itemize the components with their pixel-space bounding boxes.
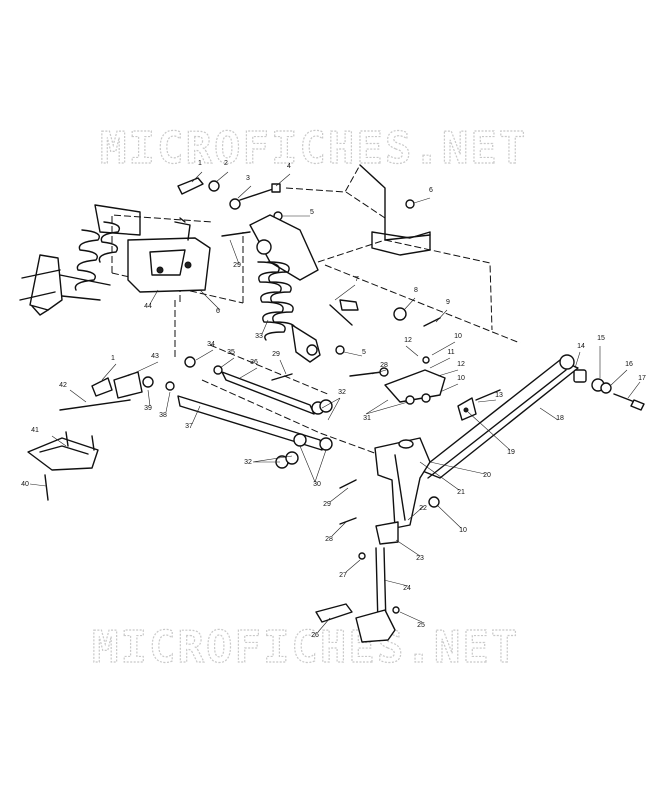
callout-29: 29 xyxy=(323,501,331,508)
callout-2: 2 xyxy=(224,160,228,167)
callout-15: 15 xyxy=(597,335,605,342)
callout-12: 12 xyxy=(457,361,465,368)
callout-10: 10 xyxy=(454,333,462,340)
callout-7: 7 xyxy=(355,276,359,283)
callout-6: 6 xyxy=(216,308,220,315)
left-pivot-bolt xyxy=(59,371,175,411)
callout-34: 34 xyxy=(207,341,215,348)
callout-28: 28 xyxy=(325,536,333,543)
callout-9: 9 xyxy=(446,299,450,306)
callout-28: 28 xyxy=(380,362,388,369)
callout-5: 5 xyxy=(310,209,314,216)
callout-13: 13 xyxy=(495,392,503,399)
trailing-arm xyxy=(419,354,645,479)
callout-14: 14 xyxy=(577,343,585,350)
background-shock-spring xyxy=(74,221,121,291)
callout-33: 33 xyxy=(255,333,263,340)
callout-29: 29 xyxy=(272,351,280,358)
callout-23: 23 xyxy=(416,555,424,562)
watermark-bottom: MICROFICHES.NET xyxy=(92,622,519,673)
callout-31: 31 xyxy=(363,415,371,422)
callout-3: 3 xyxy=(246,175,250,182)
callout-30: 30 xyxy=(313,481,321,488)
callout-41: 41 xyxy=(31,427,39,434)
lower-control-arms xyxy=(177,356,357,525)
callout-21: 21 xyxy=(457,489,465,496)
callout-29: 29 xyxy=(233,262,241,269)
callout-12: 12 xyxy=(404,337,412,344)
callout-43: 43 xyxy=(151,353,159,360)
callout-36: 36 xyxy=(250,359,258,366)
callout-6: 6 xyxy=(429,187,433,194)
front-shock-absorber xyxy=(249,214,321,363)
spindle-housing xyxy=(374,437,440,545)
callout-26: 26 xyxy=(311,632,319,639)
callout-39: 39 xyxy=(144,405,152,412)
callout-24: 24 xyxy=(403,585,411,592)
callout-42: 42 xyxy=(59,382,67,389)
callout-35: 35 xyxy=(227,349,235,356)
callout-18: 18 xyxy=(556,415,564,422)
callout-16: 16 xyxy=(625,361,633,368)
callout-38: 38 xyxy=(159,412,167,419)
callout-40: 40 xyxy=(21,481,29,488)
callout-22: 22 xyxy=(419,505,427,512)
callout-4: 4 xyxy=(287,163,291,170)
callout-25: 25 xyxy=(417,622,425,629)
callout-20: 20 xyxy=(483,472,491,479)
callout-1: 1 xyxy=(198,160,202,167)
callout-19: 19 xyxy=(507,449,515,456)
callout-11: 11 xyxy=(447,349,454,356)
shock-mount-bracket xyxy=(127,217,211,293)
callout-32: 32 xyxy=(244,459,252,466)
callout-27: 27 xyxy=(339,572,347,579)
callout-32: 32 xyxy=(338,389,346,396)
leader-lines xyxy=(29,171,641,633)
callout-1: 1 xyxy=(111,355,115,362)
background-suspension xyxy=(19,204,141,316)
skid-plate xyxy=(27,431,99,501)
callout-10: 10 xyxy=(457,375,465,382)
chassis-frame xyxy=(111,164,521,456)
upper-right-hardware xyxy=(329,199,441,377)
watermark-top: MICROFICHES.NET xyxy=(100,123,527,174)
callout-5: 5 xyxy=(362,349,366,356)
callout-10: 10 xyxy=(459,527,467,534)
pivot-bracket xyxy=(384,356,477,421)
callout-37: 37 xyxy=(185,423,193,430)
callout-8: 8 xyxy=(414,287,418,294)
callout-44: 44 xyxy=(144,303,152,310)
ski-spindle xyxy=(315,547,400,643)
callout-17: 17 xyxy=(638,375,646,382)
